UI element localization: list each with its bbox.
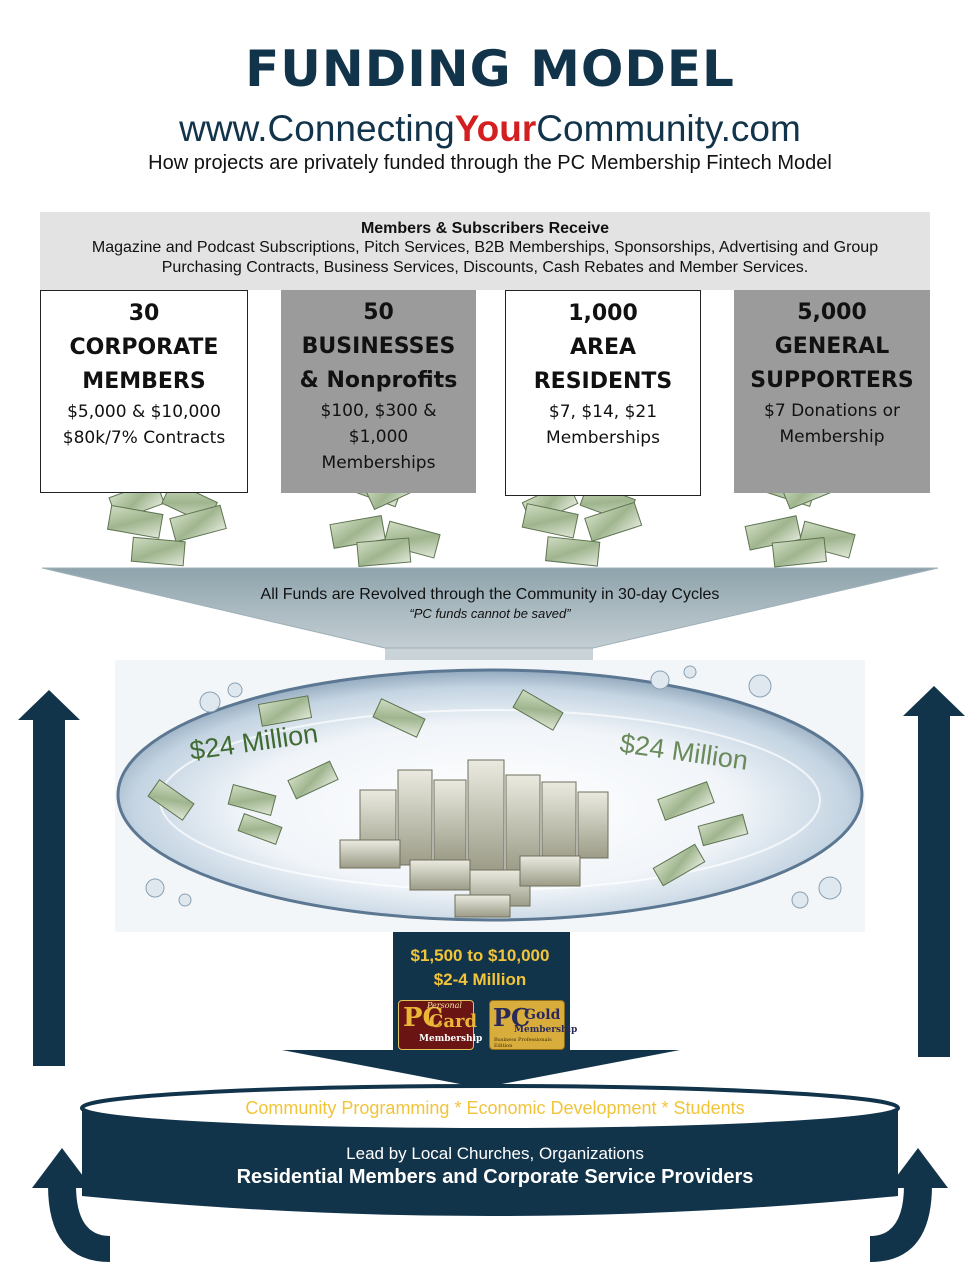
url-highlight: Your [454,108,537,149]
pc-card-name: Card [429,1011,478,1032]
funnel-caption: All Funds are Revolved through the Commu… [260,586,720,603]
tier-detail: $80k/7% Contracts [62,428,226,448]
tier-detail: Membership [779,427,885,447]
tier-residents: 1,000 AREA RESIDENTS $7, $14, $21 Member… [505,290,701,496]
tier-detail: $5,000 & $10,000 [67,402,221,422]
right-up-arrow [903,686,965,1057]
right-curved-arrow [870,1148,948,1262]
tier-count: 30 [128,301,160,326]
left-up-arrow [18,690,80,1066]
benefits-body: Magazine and Podcast Subscriptions, Pitc… [91,239,879,276]
tier-detail: $7 Donations or [764,401,900,421]
tier-detail: Memberships [321,453,436,473]
money-stacks [339,759,609,918]
bill-piles [106,465,856,568]
tier-label: CORPORATE [69,335,219,360]
tier-detail: $1,000 [348,427,409,447]
pc-gold-sub: Business Professionals Edition [494,1037,552,1049]
tier-count: 50 [363,300,394,325]
pc-card-top: Personal [427,1001,462,1010]
floating-bills [147,689,749,887]
disbursement-range: $1,500 to $10,000 [410,946,550,965]
base-platform [80,1084,900,1216]
tier-label: & Nonprofits [299,368,458,393]
tier-label: AREA [569,335,637,360]
tier-label: SUPPORTERS [750,368,914,393]
pc-gold-logo: PC Gold Membership Business Professional… [489,1000,577,1050]
tier-detail: Memberships [546,428,660,448]
pc-card-brand: PC [403,1003,444,1033]
tier-detail: $7, $14, $21 [548,402,658,422]
pc-gold-label: Membership [514,1025,578,1035]
website-url[interactable]: www.ConnectingYourCommunity.com [0,108,980,150]
tier-count: 1,000 [568,301,638,326]
benefits-heading: Members & Subscribers Receive [360,220,610,237]
tier-corporate: 30 CORPORATE MEMBERS $5,000 & $10,000 $8… [40,290,248,493]
members-text: Residential Members and Corporate Servic… [236,1166,754,1188]
tier-detail: $100, $300 & [320,401,437,421]
pc-gold-brand: PC [493,1003,531,1032]
url-prefix: www.Connecting [179,108,455,149]
url-suffix: Community.com [536,108,801,149]
page-title: FUNDING MODEL [245,40,735,98]
pc-card-logo: PC Personal Card Membership [398,1000,482,1050]
page-subtitle: How projects are privately funded throug… [148,152,832,174]
tier-businesses: 50 BUSINESSES & Nonprofits $100, $300 & … [281,290,476,493]
tier-label: MEMBERS [82,369,206,394]
tier-supporters: 5,000 GENERAL SUPPORTERS $7 Donations or… [734,290,930,493]
tier-label: GENERAL [774,334,890,359]
lead-text: Lead by Local Churches, Organizations [346,1144,644,1163]
programs-text: Community Programming * Economic Develop… [245,1098,745,1118]
disbursement-total: $2-4 Million [433,970,527,989]
tier-label: RESIDENTS [533,369,673,394]
pc-gold-name: Gold [524,1007,561,1023]
left-curved-arrow [32,1148,110,1262]
down-arrow [282,932,680,1088]
funnel-quote: “PC funds cannot be saved” [409,606,571,621]
benefits-banner: Members & Subscribers Receive Magazine a… [40,212,930,290]
disbursement-amounts: $1,500 to $10,000 $2-4 Million [380,944,580,992]
pc-card-label: Membership [419,1034,483,1044]
tier-count: 5,000 [797,300,867,325]
tier-label: BUSINESSES [301,334,456,359]
